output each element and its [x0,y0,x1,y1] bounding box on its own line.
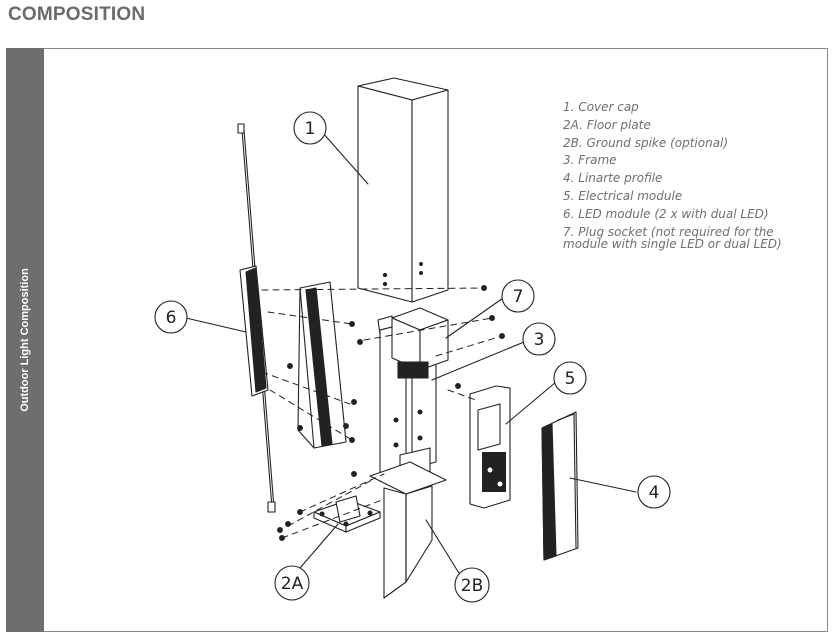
legend-item-cover-cap: 1. Cover cap [563,100,639,114]
callout-3-label: 3 [534,330,545,350]
callout-4: 4 [637,475,671,509]
legend-item-plug-socket: 7. Plug socket (not required for the mod… [563,224,782,251]
callout-6: 6 [154,300,188,334]
side-tab [6,48,44,632]
callout-7-label: 7 [513,287,524,307]
screws [277,285,505,541]
legend-item-electrical-module: 5. Electrical module [563,188,683,203]
callout-3: 3 [522,322,556,356]
cover-cap-part [357,77,449,303]
callout-1: 1 [293,111,327,145]
assembly-guides [261,287,503,539]
plug-socket-part [391,307,449,379]
linarte-profile-part [541,411,579,561]
legend-item-frame: 3. Frame [563,153,617,168]
leader-lines [185,131,637,579]
parts-legend: 1. Cover cap 2A. Floor plate 2B. Ground … [563,99,803,250]
legend-item-floor-plate: 2A. Floor plate [563,117,651,132]
electrical-module-part [469,385,511,509]
callout-5: 5 [553,361,587,395]
legend-item-linarte-profile: 4. Linarte profile [563,171,663,186]
legend-item-led-module: 6. LED module (2 x with dual LED) [563,206,769,221]
callout-6-label: 6 [166,308,177,328]
callout-1-label: 1 [305,119,316,139]
callout-2a: 2A [274,565,310,601]
callout-7: 7 [501,279,535,313]
callout-5-label: 5 [565,369,576,389]
callout-4-label: 4 [649,483,660,503]
callout-2a-label: 2A [281,574,304,594]
callout-2b-label: 2B [461,576,483,596]
page-title: COMPOSITION [8,4,146,25]
callout-2b: 2B [454,567,490,603]
ground-spike-part [369,461,447,599]
led-module-part [237,123,276,513]
profile-left-part [297,281,347,449]
legend-item-ground-spike: 2B. Ground spike (optional) [563,135,729,150]
